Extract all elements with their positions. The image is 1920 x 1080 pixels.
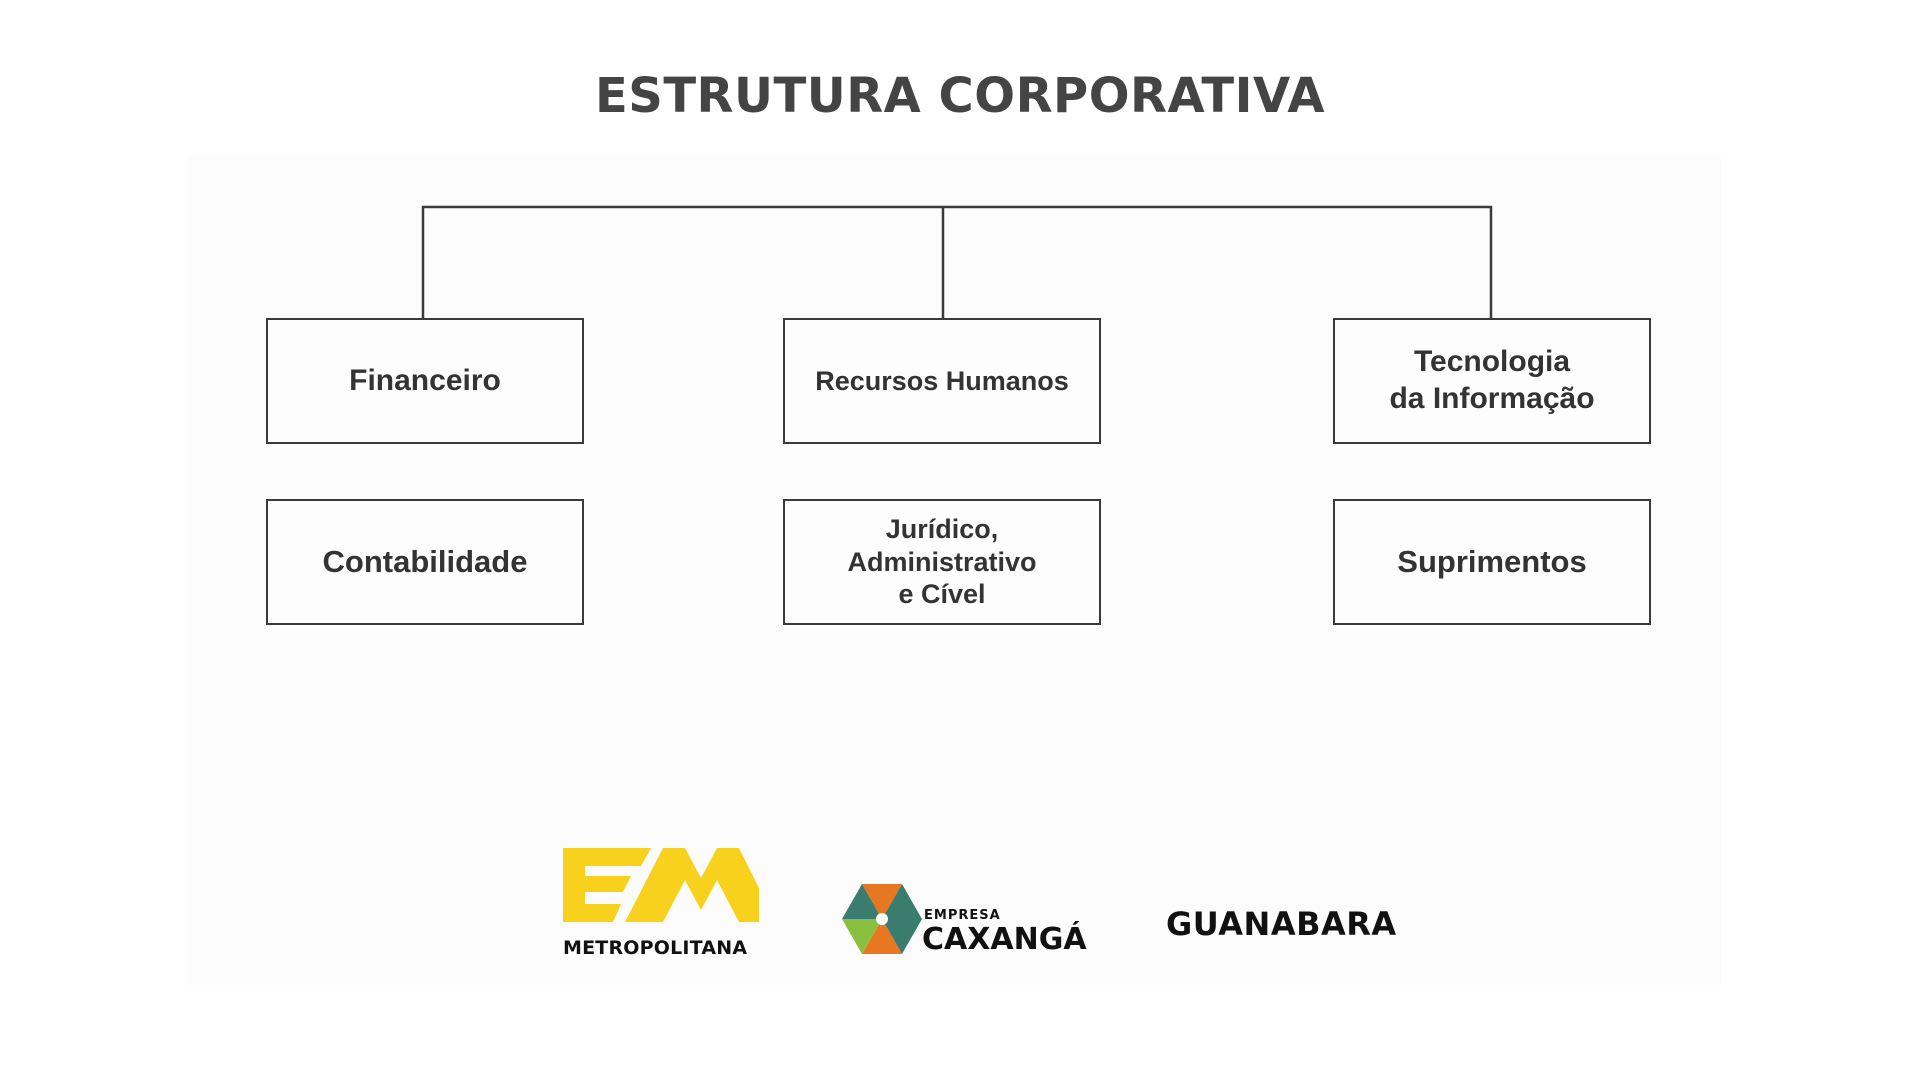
connector-line-left bbox=[421, 205, 1493, 318]
logo-guanabara: GUANABARA bbox=[1166, 905, 1426, 945]
caxanga-prefix: EMPRESA bbox=[924, 908, 1001, 923]
box-tecnologia-informacao: Tecnologia da Informação bbox=[1333, 318, 1651, 444]
caxanga-star-icon bbox=[842, 884, 922, 954]
metropolitana-em-icon bbox=[563, 848, 759, 922]
box-contabilidade: Contabilidade bbox=[266, 499, 584, 625]
box-label: Contabilidade bbox=[322, 544, 528, 580]
guanabara-wordmark: GUANABARA bbox=[1166, 905, 1397, 943]
box-juridico: Jurídico, Administrativo e Cível bbox=[783, 499, 1101, 625]
page-title: ESTRUTURA CORPORATIVA bbox=[594, 68, 1326, 124]
box-financeiro: Financeiro bbox=[266, 318, 584, 444]
box-label: Tecnologia da Informação bbox=[1389, 345, 1595, 415]
box-label: Suprimentos bbox=[1397, 544, 1587, 580]
box-label: Financeiro bbox=[349, 363, 501, 397]
metropolitana-wordmark: METROPOLITANA bbox=[563, 937, 748, 959]
logo-metropolitana: METROPOLITANA bbox=[563, 848, 759, 960]
box-label: Recursos Humanos bbox=[815, 365, 1069, 396]
logo-caxanga: EMPRESA CAXANGÁ bbox=[842, 884, 1102, 957]
box-label: Jurídico, Administrativo e Cível bbox=[847, 513, 1037, 610]
caxanga-wordmark: CAXANGÁ bbox=[922, 922, 1087, 957]
box-suprimentos: Suprimentos bbox=[1333, 499, 1651, 625]
box-recursos-humanos: Recursos Humanos bbox=[783, 318, 1101, 444]
